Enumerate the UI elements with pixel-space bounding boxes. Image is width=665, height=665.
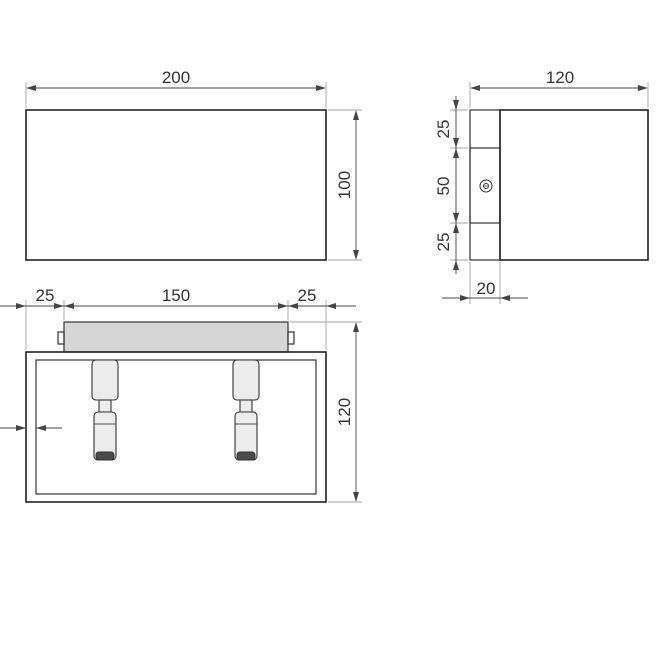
bottom-outer-frame	[25, 351, 327, 503]
front-height-dimension: 100	[328, 109, 362, 261]
bottom-horizontal-dimensions: 25 150 25	[0, 286, 356, 350]
side-mount-depth-dimension: 20	[442, 262, 528, 304]
side-vertical-dimensions: 25 50 25	[434, 96, 468, 274]
side-seg-mid-label: 50	[434, 177, 453, 196]
lamp-socket-right	[232, 359, 260, 461]
front-width-dimension: 200	[25, 68, 327, 108]
bottom-plate-tab-right	[287, 331, 295, 345]
bottom-left-offset-label: 25	[36, 286, 55, 305]
side-view-body	[499, 109, 649, 261]
bottom-plate-tab-left	[57, 331, 65, 345]
bottom-right-offset-label: 25	[298, 286, 317, 305]
screw-icon	[479, 179, 493, 193]
bottom-view: 25 150 25 120	[0, 286, 362, 503]
side-width-label: 120	[546, 68, 574, 87]
front-width-label: 200	[162, 68, 190, 87]
side-seg-top-label: 25	[434, 120, 453, 139]
front-height-label: 100	[335, 171, 354, 199]
bottom-height-dimension: 120	[290, 321, 362, 503]
side-seg-bot-label: 25	[434, 233, 453, 252]
side-mount-depth-label: 20	[477, 279, 496, 298]
side-width-dimension: 120	[469, 68, 649, 108]
bottom-height-label: 120	[335, 398, 354, 426]
bottom-center-label: 150	[162, 286, 190, 305]
front-view: 200 100	[25, 68, 362, 261]
lamp-socket-left	[91, 359, 119, 461]
bottom-inner-opening	[35, 359, 317, 495]
front-view-body	[25, 109, 327, 261]
bottom-back-plate	[63, 321, 289, 353]
bottom-wall-thickness-dimension	[0, 425, 62, 431]
side-view: 120 25 50 25 20	[434, 68, 649, 304]
